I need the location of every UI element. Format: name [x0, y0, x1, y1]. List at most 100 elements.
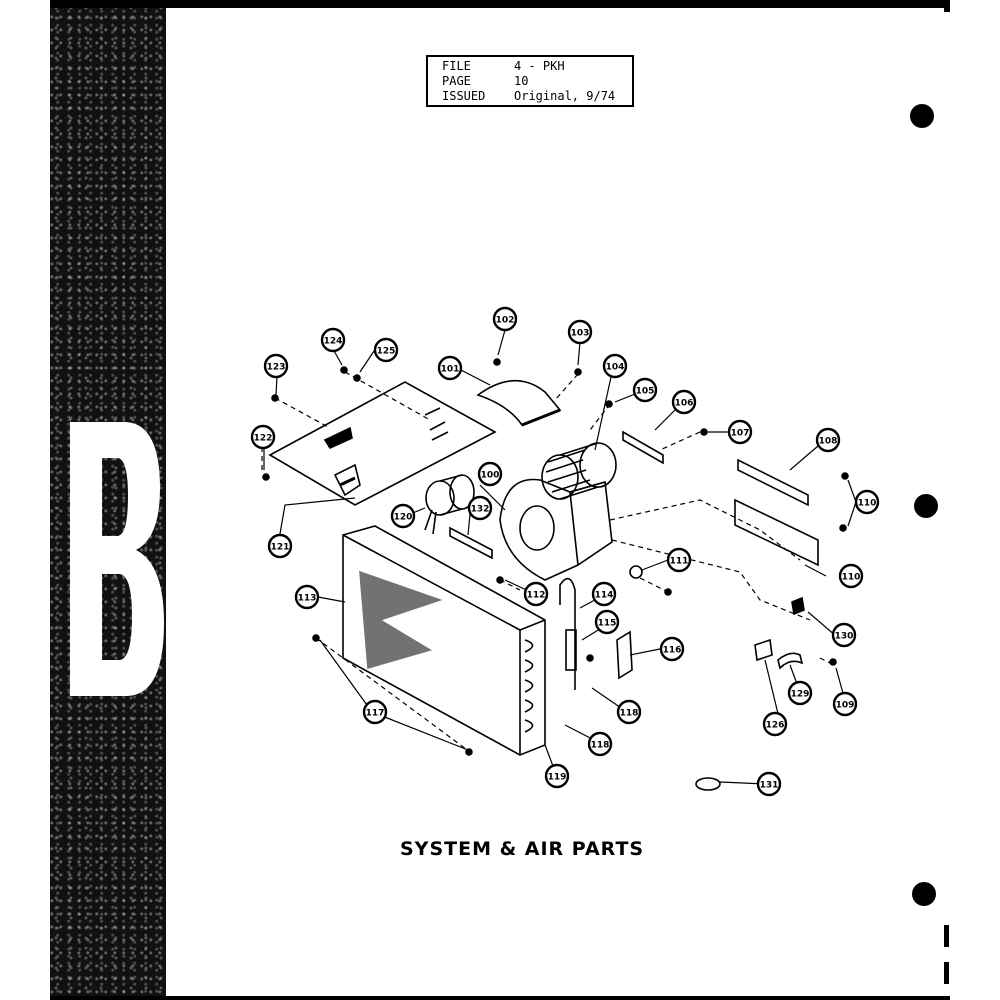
callout-label-110: 110: [858, 499, 877, 509]
callout-circle-100: [477, 461, 503, 487]
callout-circle-110: [854, 489, 880, 515]
callout-label-125: 125: [377, 347, 396, 357]
punch-hole-bottom: [912, 882, 936, 906]
grommet-112: [629, 565, 643, 579]
callout-circle-102: [492, 306, 518, 332]
callout-circle-105: [632, 377, 658, 403]
callout-circle-119: [544, 763, 570, 789]
callout-circle-118: [587, 731, 613, 757]
callout-circle-123: [263, 353, 289, 379]
file-label: FILE: [442, 59, 471, 73]
callout-label-101: 101: [441, 365, 460, 375]
edge-tick-2: [944, 962, 949, 984]
screws: [262, 358, 849, 756]
right-edge-mark: [944, 0, 950, 12]
callout-label-132: 132: [471, 505, 490, 515]
callout-label-120: 120: [394, 513, 413, 523]
issued-value: Original, 9/74: [514, 89, 616, 103]
callout-label-108: 108: [819, 437, 838, 447]
callout-circle-111: [666, 547, 692, 573]
callout-label-102: 102: [496, 316, 515, 326]
callout-circle-126: [762, 711, 788, 737]
callout-label-119: 119: [548, 773, 567, 783]
callout-label-115: 115: [598, 619, 617, 629]
drier-part: [616, 630, 633, 680]
callout-circle-118: [616, 699, 642, 725]
callout-label-131: 131: [760, 781, 779, 791]
callout-circle-131: [756, 771, 782, 797]
plate-111: [734, 498, 819, 567]
callout-circle-115: [594, 609, 620, 635]
callout-circle-122: [250, 424, 276, 450]
blower-wheel-part: [541, 442, 617, 500]
callout-label-118: 118: [620, 709, 639, 719]
callout-circle-124: [320, 327, 346, 353]
callout-circle-106: [671, 389, 697, 415]
punch-hole-middle: [914, 494, 938, 518]
callout-label-107: 107: [731, 429, 750, 439]
callout-label-105: 105: [636, 387, 655, 397]
callout-circle-132: [467, 495, 493, 521]
bracket-106: [622, 430, 664, 465]
strip-109: [737, 458, 809, 507]
callout-circle-104: [602, 353, 628, 379]
callout-circle-113: [294, 584, 320, 610]
grommet-132: [791, 596, 805, 616]
callout-circle-120: [390, 503, 416, 529]
clip-133: [695, 777, 721, 791]
callout-circle-109: [832, 691, 858, 717]
diagram-caption: SYSTEM & AIR PARTS: [400, 838, 645, 860]
callout-circle-121: [267, 533, 293, 559]
page-margin: [0, 0, 50, 1000]
callout-circle-117: [362, 699, 388, 725]
callout-label-114: 114: [595, 591, 614, 601]
edge-tick-1: [944, 925, 949, 947]
callout-label-109: 109: [836, 701, 855, 711]
callout-label-129: 129: [791, 690, 810, 700]
callout-circle-114: [591, 581, 617, 607]
motor-part: [424, 474, 475, 535]
callout-label-122: 122: [254, 434, 273, 444]
callout-leaders: [263, 329, 857, 785]
callout-circle-116: [659, 636, 685, 662]
callout-circle-130: [831, 622, 857, 648]
file-value: 4 - PKH: [514, 59, 565, 73]
callout-circle-125: [373, 337, 399, 363]
callout-label-124: 124: [324, 337, 343, 347]
callout-circle-108: [815, 427, 841, 453]
callout-circle-103: [567, 319, 593, 345]
blower-cover-part: [476, 379, 562, 427]
callout-label-112: 112: [527, 591, 546, 601]
callout-label-113: 113: [298, 594, 317, 604]
callout-label-103: 103: [571, 329, 590, 339]
section-letter-b: [70, 422, 164, 696]
callout-label-117: 117: [366, 709, 385, 719]
top-border: [50, 0, 950, 8]
callout-circle-101: [437, 355, 463, 381]
bracket-107: [449, 526, 493, 560]
accumulator-part: [559, 577, 577, 690]
clamp-131: [777, 652, 804, 670]
callout-label-118: 118: [591, 741, 610, 751]
issued-label: ISSUED: [442, 89, 486, 103]
callout-circle-129: [787, 680, 813, 706]
callout-label-104: 104: [606, 363, 625, 373]
callout-circle-107: [727, 419, 753, 445]
callout-label-121: 121: [271, 543, 290, 553]
callout-markers: 100 101 102 103 104 105 106 107 108 109 110 110 111 1…: [250, 306, 880, 797]
bottom-border: [50, 996, 950, 1000]
top-panel-part: [268, 381, 497, 506]
callout-label-100: 100: [481, 471, 500, 481]
callout-label-106: 106: [675, 399, 694, 409]
page-label: PAGE: [442, 74, 471, 88]
callout-label-126: 126: [766, 721, 785, 731]
callout-label-111: 111: [670, 557, 689, 567]
callout-label-123: 123: [267, 363, 286, 373]
punch-hole-top: [910, 104, 934, 128]
callout-label-110: 110: [842, 573, 861, 583]
callout-circle-110: [838, 563, 864, 589]
callout-label-116: 116: [663, 646, 682, 656]
blower-housing-part: [499, 478, 613, 581]
